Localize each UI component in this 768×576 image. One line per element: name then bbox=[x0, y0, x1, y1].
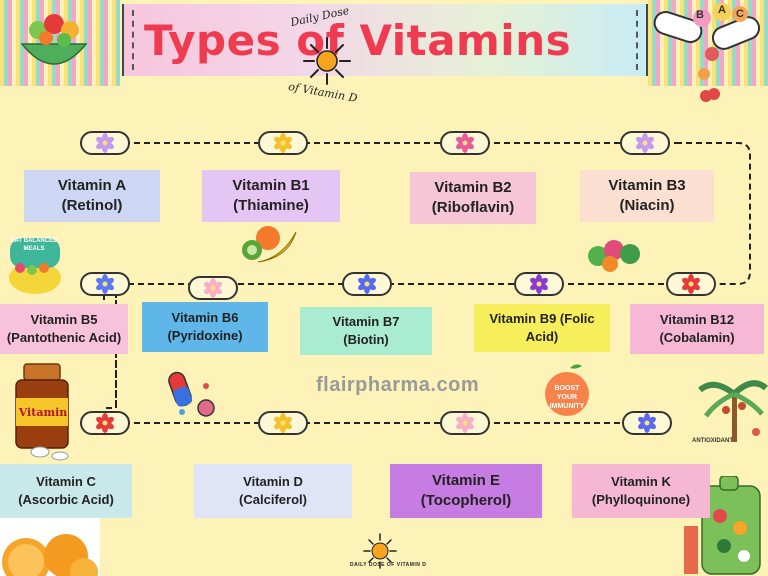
vitamin-name: Vitamin C bbox=[36, 474, 96, 490]
vitamin-name: Vitamin E bbox=[431, 471, 501, 489]
flower-icon bbox=[274, 133, 292, 153]
node-vitamin-a bbox=[80, 131, 130, 155]
node-vitamin-b1 bbox=[258, 131, 308, 155]
flower-icon bbox=[358, 274, 376, 294]
node-vitamin-d bbox=[258, 411, 308, 435]
sun-badge-top bbox=[282, 8, 372, 104]
vitamin-card: Vitamin A (Retinol) bbox=[24, 170, 160, 222]
pill-letter-a: A bbox=[718, 4, 726, 16]
balanced-meals-badge bbox=[6, 234, 64, 298]
vitamin-chemical-name: (Riboflavin) bbox=[431, 199, 515, 216]
sun-badge-bottom bbox=[352, 524, 408, 576]
vitamin-name: Vitamin B6 bbox=[171, 310, 239, 326]
node-vitamin-b9 bbox=[514, 272, 564, 296]
vitamin-card: Vitamin B12 (Cobalamin) bbox=[630, 304, 764, 354]
vitamin-chemical-name: (Pantothenic Acid) bbox=[6, 330, 122, 345]
node-vitamin-b6 bbox=[188, 276, 238, 300]
node-vitamin-b2 bbox=[440, 131, 490, 155]
badge-bottom-text: DAILY DOSE OF VITAMIN D bbox=[350, 562, 427, 568]
flower-icon bbox=[636, 133, 654, 153]
vitamin-pills-illustration bbox=[650, 2, 768, 106]
vitamin-name: Vitamin B2 bbox=[434, 178, 512, 196]
vitamin-card: Vitamin B6 (Pyridoxine) bbox=[142, 302, 268, 352]
flower-icon bbox=[456, 413, 474, 433]
vitamin-chemical-name: (Retinol) bbox=[61, 197, 123, 214]
pill-letter-c: C bbox=[736, 8, 744, 20]
vitamin-chemical-name: (Biotin) bbox=[343, 332, 389, 347]
flower-icon bbox=[96, 274, 114, 294]
node-vitamin-b7 bbox=[342, 272, 392, 296]
vitamin-card: Vitamin B5 (Pantothenic Acid) bbox=[0, 304, 128, 354]
vitamin-card: Vitamin B1 (Thiamine) bbox=[202, 170, 340, 222]
vitamin-bottle-illustration bbox=[10, 362, 76, 462]
vitamin-card: Vitamin B3 (Niacin) bbox=[580, 170, 714, 222]
fruit-illustration bbox=[238, 218, 300, 266]
page-title: Types of Vitamins bbox=[144, 16, 572, 65]
flower-icon bbox=[96, 413, 114, 433]
flower-icon bbox=[456, 133, 474, 153]
vitamin-name: Vitamin B5 bbox=[30, 312, 98, 328]
salad-bowl-illustration bbox=[14, 4, 94, 78]
node-vitamin-c bbox=[80, 411, 130, 435]
flower-icon bbox=[638, 413, 656, 433]
flower-icon bbox=[682, 274, 700, 294]
flower-icon bbox=[530, 274, 548, 294]
flower-icon bbox=[274, 413, 292, 433]
flower-icon bbox=[96, 133, 114, 153]
oranges-illustration bbox=[0, 516, 100, 576]
site-watermark: flairpharma.com bbox=[316, 374, 480, 396]
vitamin-card: Vitamin D (Calciferol) bbox=[194, 464, 352, 518]
node-vitamin-b5 bbox=[80, 272, 130, 296]
title-banner bbox=[122, 4, 648, 76]
vitamin-name: Vitamin K bbox=[611, 474, 671, 490]
vitamin-card: Vitamin K (Phylloquinone) bbox=[572, 464, 710, 518]
boost-immunity-illustration bbox=[542, 362, 592, 418]
tree-illustration bbox=[696, 372, 768, 450]
vitamin-chemical-name: Acid) bbox=[525, 329, 559, 344]
pill-letter-b: B bbox=[696, 9, 704, 21]
capsule-pill-illustration bbox=[168, 368, 218, 418]
boost-immunity-text: BOOST YOUR IMMUNITY bbox=[549, 385, 585, 411]
vitamin-bottle-label: Vitamin bbox=[18, 406, 68, 419]
sun-icon bbox=[303, 37, 351, 85]
cutting-board-illustration bbox=[680, 475, 768, 576]
vitamin-name: Vitamin B3 bbox=[608, 176, 686, 194]
vegetables-illustration bbox=[586, 232, 642, 274]
vitamin-card: Vitamin E (Tocopherol) bbox=[390, 464, 542, 518]
flower-icon bbox=[204, 278, 222, 298]
vitamin-chemical-name: (Niacin) bbox=[619, 197, 675, 214]
vitamin-card: Vitamin B7 (Biotin) bbox=[300, 307, 432, 355]
balanced-meals-text: EAT BALANCED MEALS bbox=[10, 238, 58, 252]
vitamin-name: Vitamin D bbox=[243, 474, 303, 490]
vitamin-chemical-name: (Ascorbic Acid) bbox=[18, 492, 114, 507]
vitamin-name: Vitamin B1 bbox=[232, 176, 310, 194]
vitamin-chemical-name: (Thiamine) bbox=[233, 197, 309, 214]
node-vitamin-k bbox=[622, 411, 672, 435]
vitamin-name: Vitamin B12 bbox=[659, 312, 735, 328]
vitamin-chemical-name: (Phylloquinone) bbox=[591, 492, 691, 507]
vitamin-name: Vitamin B9 (Folic bbox=[489, 311, 595, 327]
vitamin-chemical-name: (Pyridoxine) bbox=[167, 328, 243, 343]
node-vitamin-b12 bbox=[666, 272, 716, 296]
antioxidant-text: ANTIOXIDANT bbox=[692, 438, 733, 444]
node-vitamin-b3 bbox=[620, 131, 670, 155]
vitamin-name: Vitamin A bbox=[57, 176, 127, 194]
vitamin-chemical-name: (Tocopherol) bbox=[420, 492, 512, 509]
vitamin-name: Vitamin B7 bbox=[332, 314, 400, 330]
vitamin-card: Vitamin B2 (Riboflavin) bbox=[410, 172, 536, 224]
vitamin-chemical-name: (Cobalamin) bbox=[659, 330, 735, 345]
vitamin-card: Vitamin C (Ascorbic Acid) bbox=[0, 464, 132, 518]
vitamin-chemical-name: (Calciferol) bbox=[239, 492, 307, 507]
node-vitamin-e bbox=[440, 411, 490, 435]
